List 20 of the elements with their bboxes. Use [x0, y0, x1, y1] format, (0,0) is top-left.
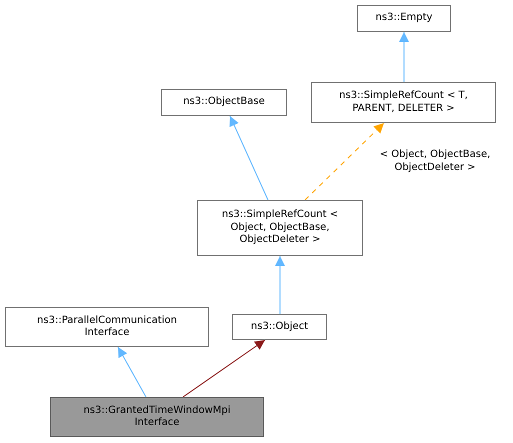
- class-box: [5, 307, 209, 347]
- inheritance-arrow: [230, 116, 268, 200]
- class-name: ns3::Empty: [376, 12, 432, 25]
- class-box: [357, 5, 451, 32]
- inheritance-arrow: [304, 122, 384, 200]
- class-box: [161, 89, 287, 116]
- inheritance-arrow: [182, 340, 266, 398]
- inheritance-arrow: [118, 346, 146, 398]
- class-name: ns3::GrantedTimeWindowMpi Interface: [82, 404, 232, 430]
- highlighted-class-box: [50, 397, 264, 437]
- class-name: ns3::SimpleRefCount < Object, ObjectBase, ObjectDeleter >: [220, 209, 340, 247]
- class-box: [197, 200, 363, 256]
- class-box: [311, 82, 496, 123]
- class-name: ns3::ParallelCommunication Interface: [36, 314, 178, 340]
- class-box: [232, 314, 327, 340]
- inheritance-arrow: [399, 32, 409, 82]
- class-name: ns3::ObjectBase: [183, 96, 265, 109]
- class-name: ns3::Object: [250, 320, 308, 334]
- class-name: ns3::SimpleRefCount < T, PARENT, DELETER >: [338, 90, 469, 115]
- inheritance-arrow: [275, 256, 285, 314]
